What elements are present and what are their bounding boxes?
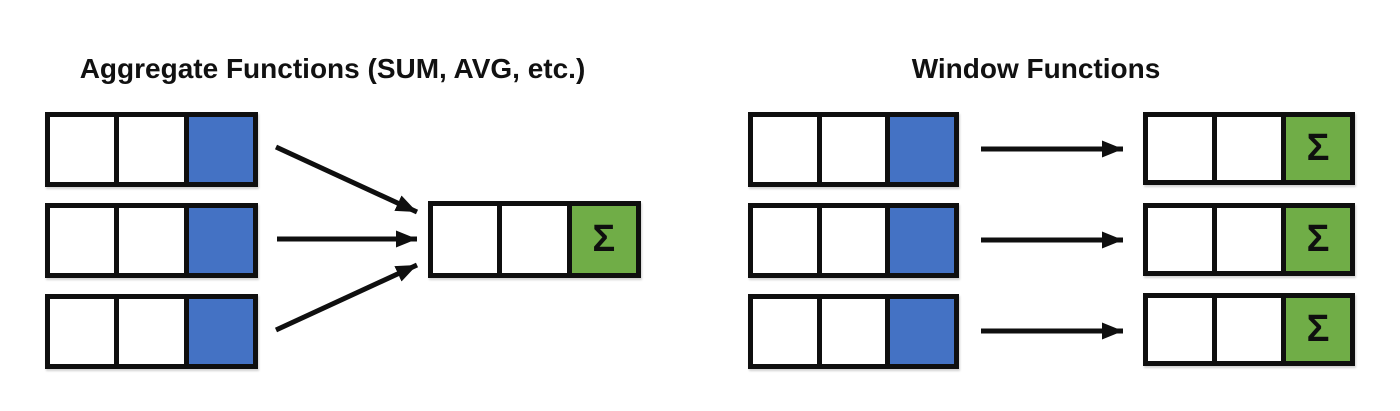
highlight-cell-blue <box>890 299 955 364</box>
blank-cell <box>50 299 120 364</box>
blank-cell <box>1148 208 1217 271</box>
aggregate-source-row <box>45 112 258 187</box>
window-result-row: Σ <box>1143 112 1355 185</box>
blank-cell <box>821 117 891 182</box>
sigma-icon: Σ <box>1306 307 1330 350</box>
blank-cell <box>753 299 822 364</box>
blank-cell <box>753 117 822 182</box>
blank-cell <box>119 299 189 364</box>
blank-cell <box>1148 117 1217 180</box>
aggregate-functions-title: Aggregate Functions (SUM, AVG, etc.) <box>79 53 586 84</box>
highlight-cell-blue <box>890 208 955 273</box>
aggregate-source-row <box>45 203 258 278</box>
blank-cell <box>1217 298 1286 361</box>
result-cell-green: Σ <box>571 206 636 273</box>
highlight-cell-blue <box>188 208 253 273</box>
result-cell-green: Σ <box>1286 117 1350 180</box>
highlight-cell-blue <box>188 299 253 364</box>
window-source-row <box>748 112 959 187</box>
result-cell-green: Σ <box>1286 298 1350 361</box>
sigma-icon: Σ <box>592 217 616 260</box>
blank-cell <box>433 206 503 273</box>
aggregate-arrow-top <box>274 144 419 215</box>
blank-cell <box>821 208 891 273</box>
blank-cell <box>119 117 189 182</box>
blank-cell <box>1217 208 1286 271</box>
blank-cell <box>50 208 120 273</box>
window-result-row: Σ <box>1143 293 1355 366</box>
blank-cell <box>119 208 189 273</box>
blank-cell <box>1217 117 1286 180</box>
highlight-cell-blue <box>890 117 955 182</box>
window-result-row: Σ <box>1143 203 1355 276</box>
blank-cell <box>821 299 891 364</box>
sigma-icon: Σ <box>1306 126 1330 169</box>
window-source-row <box>748 203 959 278</box>
blank-cell <box>502 206 572 273</box>
aggregate-arrow-bottom <box>274 262 419 333</box>
aggregate-result-row: Σ <box>428 201 641 278</box>
result-cell-green: Σ <box>1286 208 1350 271</box>
blank-cell <box>50 117 120 182</box>
window-source-row <box>748 294 959 369</box>
sigma-icon: Σ <box>1306 217 1330 260</box>
aggregate-source-row <box>45 294 258 369</box>
window-functions-title: Window Functions <box>911 53 1161 84</box>
blank-cell <box>1148 298 1217 361</box>
highlight-cell-blue <box>188 117 253 182</box>
blank-cell <box>753 208 822 273</box>
